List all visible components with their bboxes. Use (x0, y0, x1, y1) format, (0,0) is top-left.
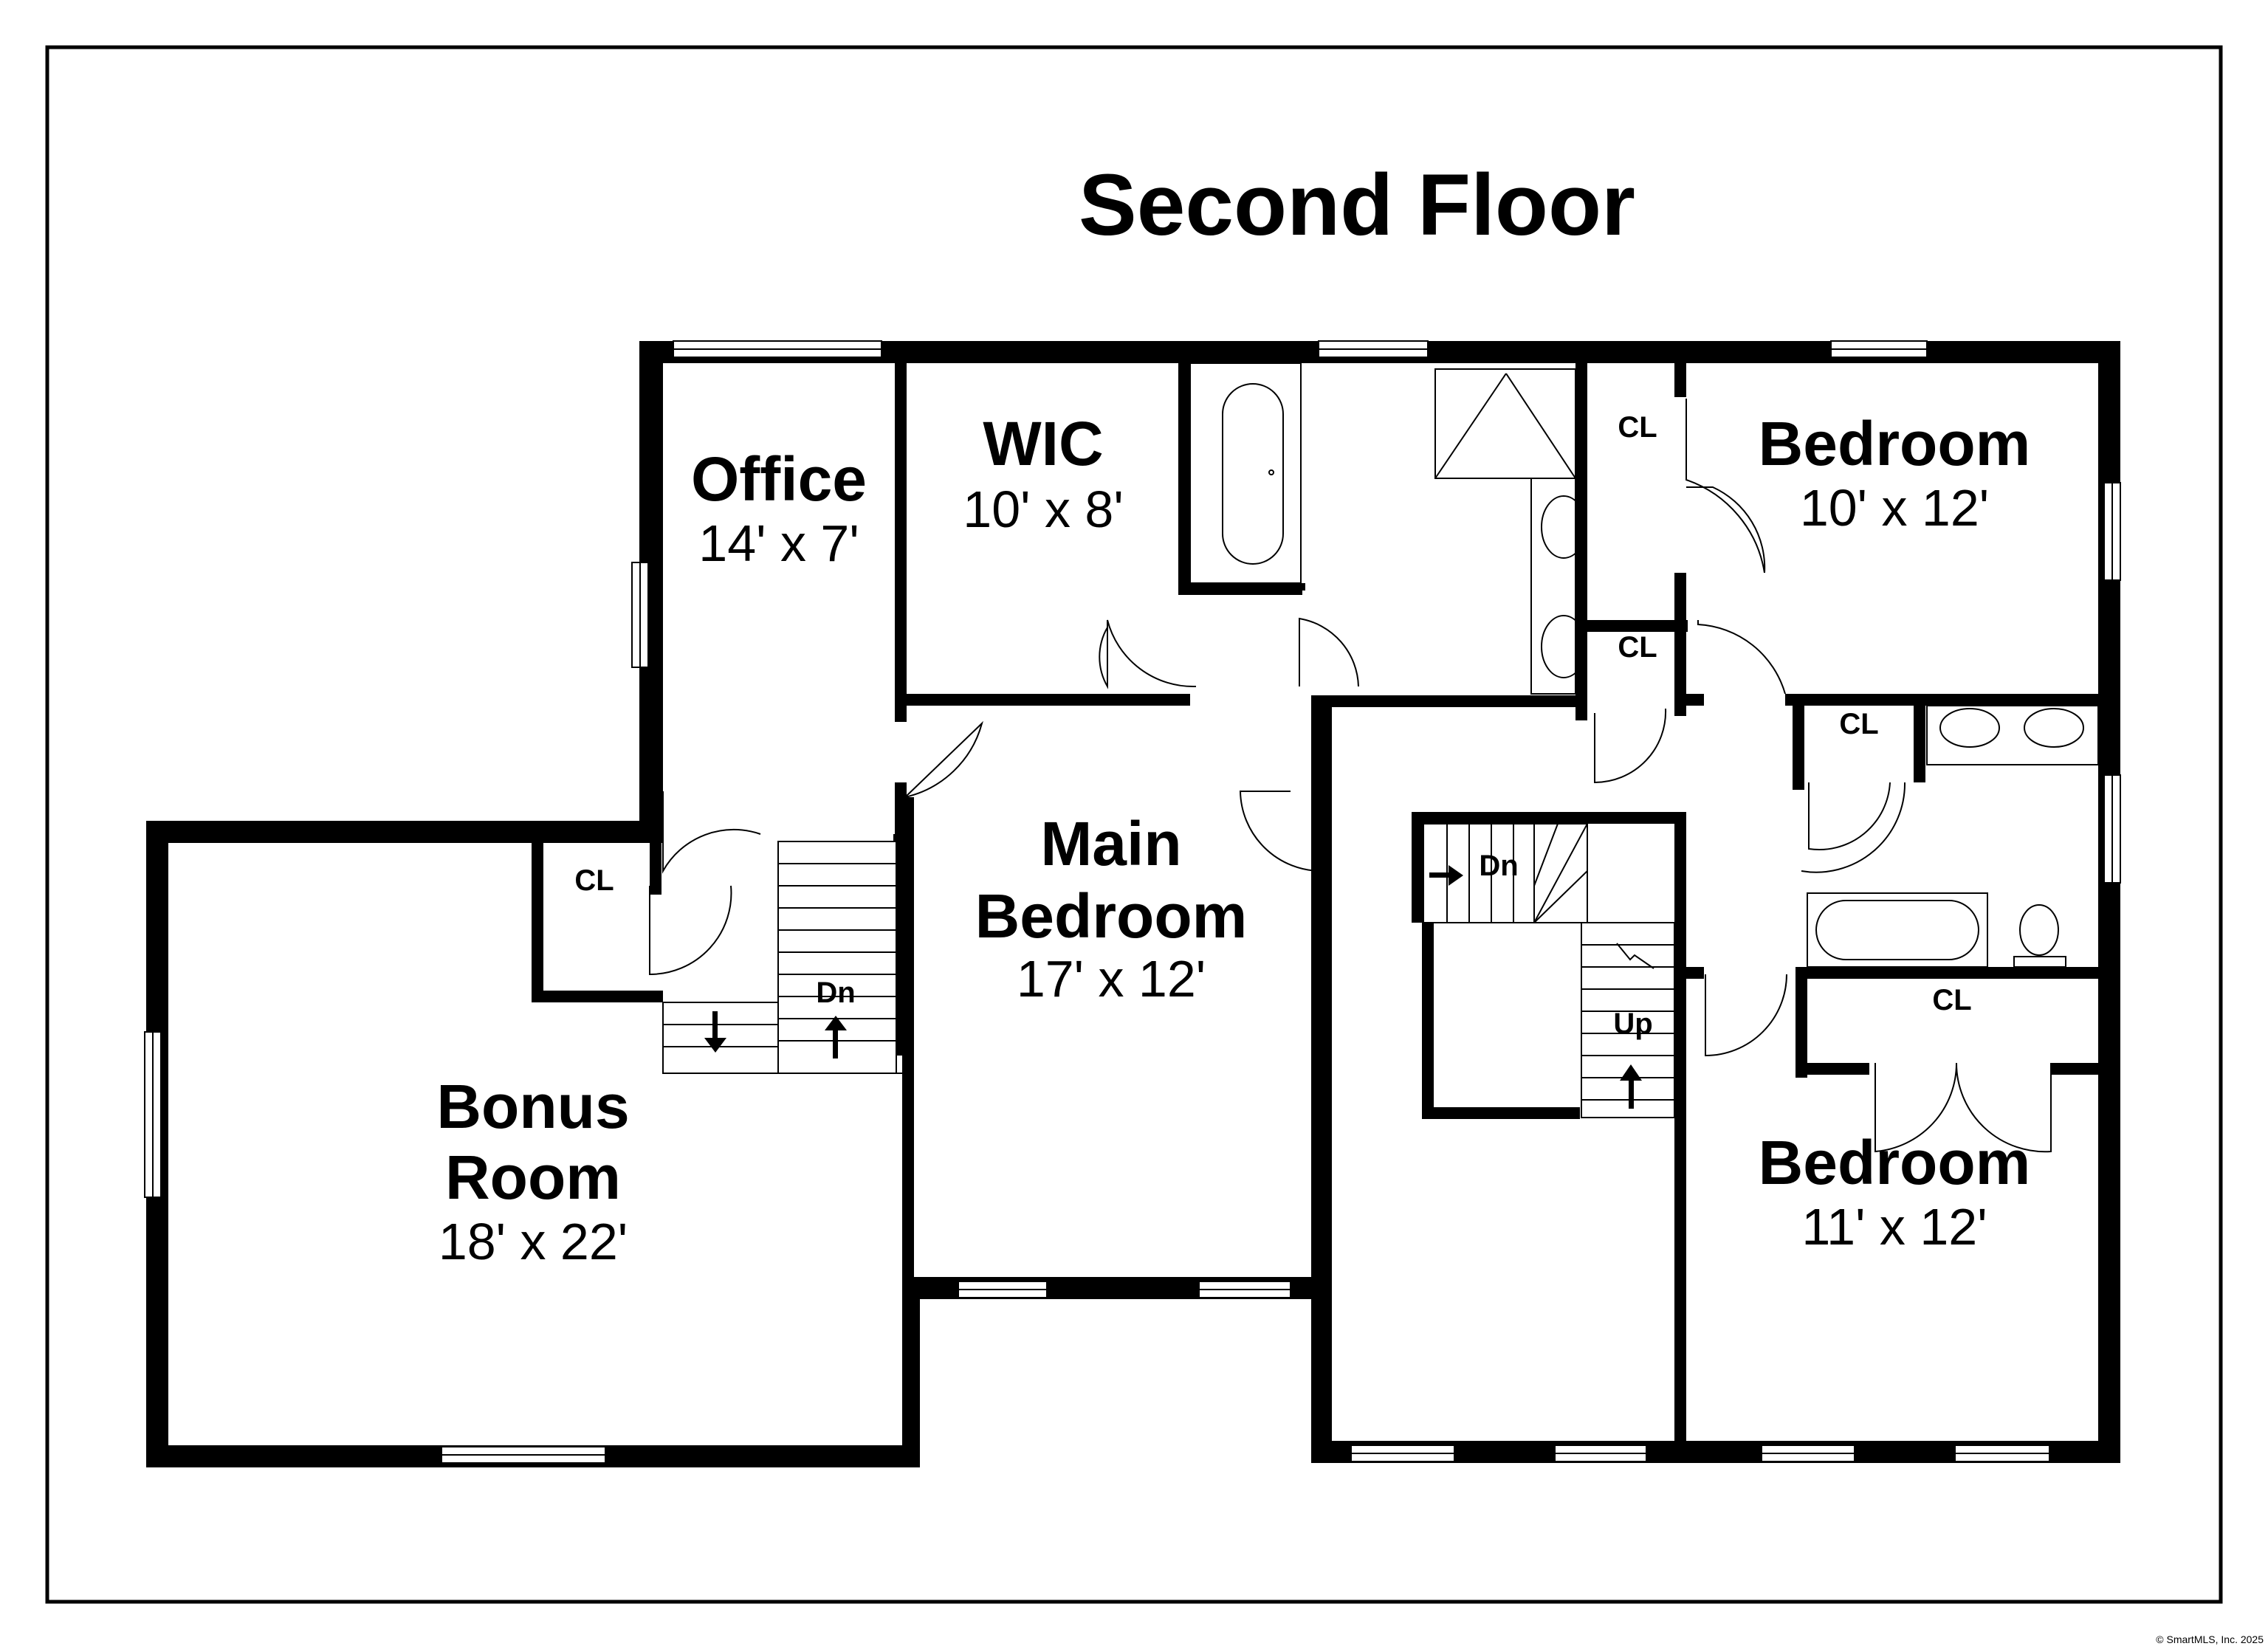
stair-arrows-left (704, 1011, 847, 1058)
room-bedroom-ne: Bedroom 10' x 12' (1759, 409, 2031, 537)
bonus-room-name-2: Room (445, 1143, 621, 1212)
page-frame (45, 45, 2223, 1604)
stairs-left (662, 841, 905, 1074)
wic-name: WIC (983, 409, 1103, 478)
room-office: Office 14' x 7' (691, 444, 867, 572)
closet-label: CL (1932, 984, 1971, 1016)
closet-label: CL (1618, 411, 1657, 444)
bonus-room-dims: 18' x 22' (439, 1213, 628, 1270)
stair-down-label: Dn (1479, 850, 1518, 882)
stair-up-label: Up (1613, 1008, 1652, 1040)
main-bedroom-dims: 17' x 12' (1017, 950, 1206, 1008)
closet-label: CL (1839, 708, 1878, 740)
bonus-room-name-1: Bonus (436, 1072, 629, 1141)
room-main-bedroom: Main Bedroom 17' x 12' (975, 809, 1248, 1008)
closet-label: CL (1618, 631, 1657, 664)
stairs-right (1423, 823, 1675, 1118)
closet-label: CL (574, 864, 614, 897)
doors (649, 399, 2052, 1153)
bedroom-ne-name: Bedroom (1759, 409, 2031, 478)
bathroom-fixtures (1189, 362, 2099, 968)
plan-title: Second Floor (1079, 156, 1635, 254)
stair-down-label: Dn (816, 977, 855, 1009)
copyright: © SmartMLS, Inc. 2025 (2156, 1633, 2264, 1645)
main-bedroom-name-1: Main (1040, 809, 1181, 878)
interior-walls (532, 353, 2110, 1454)
stair-arrows-right (1429, 865, 1642, 1109)
bedroom-se-name: Bedroom (1759, 1128, 2031, 1197)
wic-dims: 10' x 8' (963, 481, 1123, 538)
bedroom-ne-dims: 10' x 12' (1800, 479, 1989, 537)
room-bonus-room: Bonus Room 18' x 22' (436, 1072, 629, 1270)
bedroom-se-dims: 11' x 12' (1801, 1198, 1987, 1256)
office-dims: 14' x 7' (698, 514, 859, 572)
windows (144, 340, 2121, 1464)
main-bedroom-name-2: Bedroom (975, 881, 1248, 951)
room-wic: WIC 10' x 8' (963, 409, 1123, 538)
room-bedroom-se: Bedroom 11' x 12' (1759, 1128, 2031, 1256)
office-name: Office (691, 444, 867, 514)
